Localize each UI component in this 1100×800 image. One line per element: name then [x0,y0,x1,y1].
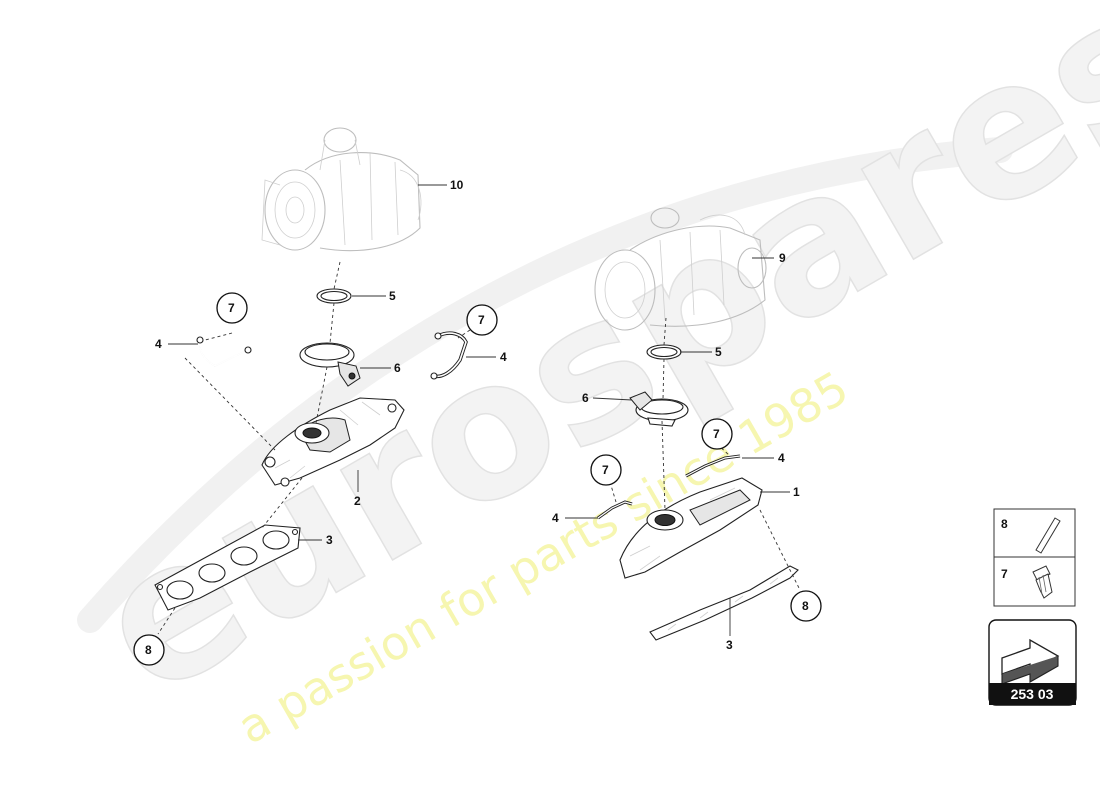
bracket-4-left[interactable] [196,336,252,367]
callout-circle-8-right[interactable] [790,590,822,622]
callout-7-left-b[interactable]: 7 [478,313,485,327]
callout-4-left-b[interactable]: 4 [500,350,507,364]
callout-labels: 10 9 5 5 6 6 4 4 4 4 7 7 7 7 2 3 3 1 8 8 [145,178,809,657]
exhaust-manifold-1[interactable] [619,477,763,579]
leader-lines [157,184,801,636]
manifold-gasket-3-right[interactable] [649,565,799,641]
v-band-clamp-6-left[interactable] [299,342,361,387]
watermark-brand: eurospares [62,0,1100,739]
callout-6-right[interactable]: 6 [582,391,589,405]
turbocharger-9[interactable] [594,207,767,331]
turbocharger-10[interactable] [261,127,422,252]
callout-5-left[interactable]: 5 [389,289,396,303]
callout-8-left[interactable]: 8 [145,643,152,657]
bracket-4-right-bottom[interactable] [597,500,633,520]
callout-3-right[interactable]: 3 [726,638,733,652]
callout-10[interactable]: 10 [450,178,464,192]
callout-7-right-a[interactable]: 7 [713,427,720,441]
watermark-swoosh [77,137,1013,633]
callout-circle-8-left[interactable] [133,634,165,666]
callout-circle-7-left-b[interactable] [466,304,498,336]
callout-3-left[interactable]: 3 [326,533,333,547]
legend-label-bottom: 7 [1001,567,1008,581]
callout-7-left-a[interactable]: 7 [228,301,235,315]
callout-circle-7-left-a[interactable] [216,292,248,324]
bracket-4-middle[interactable] [430,331,468,380]
reference-code-bar [989,683,1076,705]
sleeve-icon [1035,517,1061,554]
arrow-icon [1001,638,1060,685]
callout-4-right-a[interactable]: 4 [778,451,785,465]
callout-circle-7-right-b[interactable] [590,454,622,486]
callout-1[interactable]: 1 [793,485,800,499]
bracket-4-right-top[interactable] [685,454,741,478]
callout-4-right-b[interactable]: 4 [552,511,559,525]
callout-4-left-a[interactable]: 4 [155,337,162,351]
legend-label-top: 8 [1001,517,1008,531]
callout-8-right[interactable]: 8 [802,599,809,613]
callout-5-right[interactable]: 5 [715,345,722,359]
callout-circles [133,292,822,666]
v-band-clamp-6-right[interactable] [629,391,689,427]
exhaust-manifold-2[interactable] [261,397,405,487]
callout-circle-7-right-a[interactable] [701,418,733,450]
callout-6-left[interactable]: 6 [394,361,401,375]
nut-icon [1032,565,1053,599]
reference-code: 253 03 [1011,686,1054,702]
reference-badge: 253 03 [988,619,1077,706]
callout-9[interactable]: 9 [779,251,786,265]
manifold-gasket-3-left[interactable] [154,524,301,611]
callout-7-right-b[interactable]: 7 [602,463,609,477]
gasket-ring-5-left[interactable] [316,288,352,304]
watermark: eurospares a passion for parts since 198… [61,0,1100,755]
fastener-legend: 8 7 [993,508,1076,607]
callout-2[interactable]: 2 [354,494,361,508]
gasket-ring-5-right[interactable] [646,344,682,360]
